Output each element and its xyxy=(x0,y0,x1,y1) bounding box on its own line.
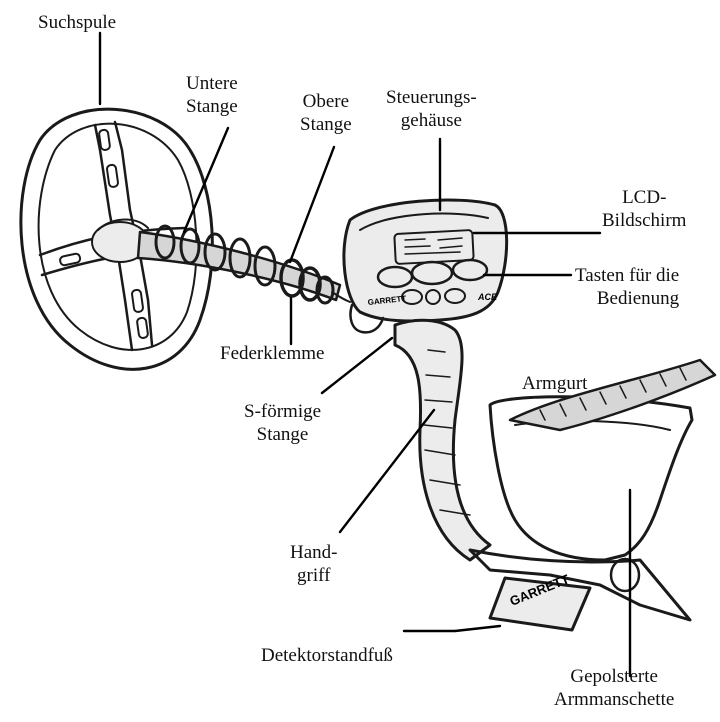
control-housing-drawing: GARRETT ACE xyxy=(344,200,507,332)
leader-stand-1 xyxy=(455,626,500,631)
label-arm-cuff: Gepolsterte Armmanschette xyxy=(554,665,674,711)
leader-s-rod xyxy=(322,338,392,393)
label-upper-rod-line2: Stange xyxy=(300,113,352,136)
label-search-coil-text: Suchspule xyxy=(38,11,116,34)
label-spring-clamp: Federklemme xyxy=(220,342,324,365)
label-buttons-line2: Bedienung xyxy=(575,287,679,310)
label-control-housing-line2: gehäuse xyxy=(386,109,477,132)
label-upper-rod: Obere Stange xyxy=(300,90,352,136)
label-stand: Detektorstandfuß xyxy=(261,644,393,667)
label-upper-rod-line1: Obere xyxy=(300,90,352,113)
rod-assembly-drawing xyxy=(138,226,350,303)
label-control-housing-line1: Steuerungs- xyxy=(386,86,477,109)
label-buttons: Tasten für die Bedienung xyxy=(575,264,679,310)
leader-handle xyxy=(340,410,434,532)
label-buttons-line1: Tasten für die xyxy=(575,264,679,287)
leader-lower-rod xyxy=(184,128,228,232)
label-spring-clamp-text: Federklemme xyxy=(220,342,324,365)
label-control-housing: Steuerungs- gehäuse xyxy=(386,86,477,132)
label-s-rod-line1: S-förmige xyxy=(244,400,321,423)
label-arm-cuff-line2: Armmanschette xyxy=(554,688,674,711)
handle-drawing xyxy=(395,320,490,560)
label-search-coil: Suchspule xyxy=(38,11,116,34)
housing-model-text: ACE xyxy=(477,292,498,302)
label-lower-rod-line1: Untere xyxy=(186,72,238,95)
label-lower-rod: Untere Stange xyxy=(186,72,238,118)
label-stand-text: Detektorstandfuß xyxy=(261,644,393,667)
label-lcd-line2: Bildschirm xyxy=(602,209,686,232)
label-handle-line2: griff xyxy=(290,564,337,587)
label-lower-rod-line2: Stange xyxy=(186,95,238,118)
label-handle: Hand- griff xyxy=(290,541,337,587)
label-arm-strap-text: Armgurt xyxy=(522,372,587,395)
label-lcd-line1: LCD- xyxy=(602,186,686,209)
label-arm-cuff-line1: Gepolsterte xyxy=(554,665,674,688)
label-arm-strap: Armgurt xyxy=(522,372,587,395)
label-handle-line1: Hand- xyxy=(290,541,337,564)
label-s-rod-line2: Stange xyxy=(244,423,321,446)
label-lcd: LCD- Bildschirm xyxy=(602,186,686,232)
leader-upper-rod xyxy=(290,147,334,262)
label-s-rod: S-förmige Stange xyxy=(244,400,321,446)
